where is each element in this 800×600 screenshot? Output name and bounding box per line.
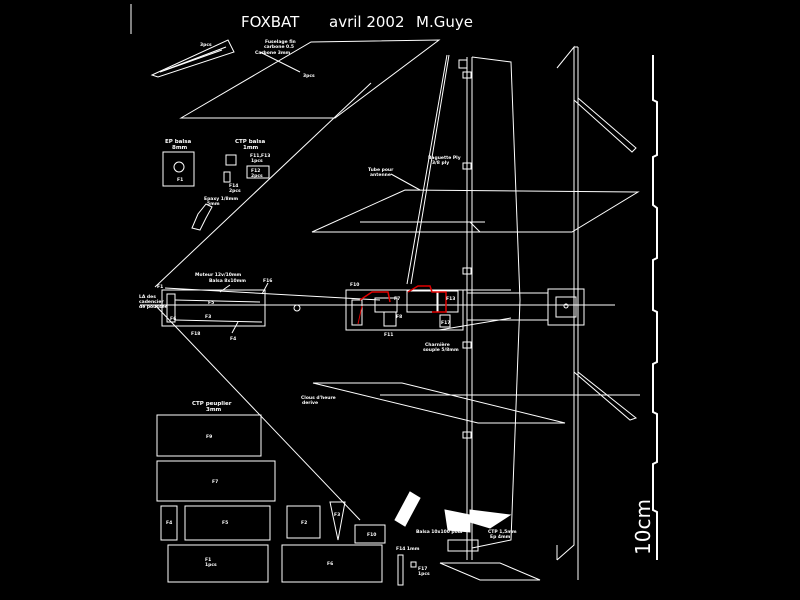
drawing-title: FOXBAT <box>241 13 300 31</box>
wing-skin-upper <box>311 189 640 233</box>
svg-text:F14: F14 <box>229 183 238 189</box>
scale-ruler: 10cm <box>631 55 658 560</box>
svg-text:Balsa 10x100 pour: Balsa 10x100 pour <box>416 529 464 535</box>
svg-text:F7: F7 <box>394 296 400 302</box>
svg-text:3/8 ply: 3/8 ply <box>432 160 449 166</box>
svg-text:Charnière: Charnière <box>425 341 450 348</box>
svg-text:F1: F1 <box>205 557 211 563</box>
svg-text:F2: F2 <box>301 520 307 526</box>
svg-text:1pcs: 1pcs <box>251 158 263 164</box>
svg-text:F3: F3 <box>334 512 340 518</box>
svg-text:F13: F13 <box>446 296 455 302</box>
elevon-rail <box>556 45 638 580</box>
ski-part: Epaxy 1/8mm 5mm <box>191 196 238 231</box>
svg-text:1pcs: 1pcs <box>205 562 217 568</box>
svg-text:1pcs: 1pcs <box>418 571 430 577</box>
svg-text:F4: F4 <box>166 520 172 526</box>
svg-text:F8: F8 <box>396 314 402 320</box>
drawing-date: avril 2002 <box>329 13 405 31</box>
wing-skin-lower: Clous d'heure derive <box>301 382 640 424</box>
svg-text:CTP 1,5mm: CTP 1,5mm <box>488 529 517 535</box>
svg-text:F5: F5 <box>222 520 228 526</box>
svg-text:3mm: 3mm <box>206 407 222 413</box>
wing-panel-top: 3pcs <box>179 39 441 119</box>
svg-text:Carbone 3mm: Carbone 3mm <box>255 50 291 56</box>
svg-text:souple 5/8mm: souple 5/8mm <box>423 347 459 353</box>
drawing-author: M.Guye <box>416 13 473 31</box>
svg-text:antenne: antenne <box>370 172 391 178</box>
servo-box <box>547 288 585 326</box>
svg-text:CTP peuplier: CTP peuplier <box>192 401 232 407</box>
svg-text:de poussee: de poussee <box>139 304 168 310</box>
svg-text:CTP balsa: CTP balsa <box>235 139 266 145</box>
ctp-balsa-parts: CTP balsa 1mm F11,F13 1pcs F12 2pcs F14 … <box>223 139 270 194</box>
svg-text:derive: derive <box>302 400 318 406</box>
svg-text:8mm: 8mm <box>172 145 188 151</box>
svg-text:cadencier: cadencier <box>139 299 164 305</box>
svg-text:Fuselage fin: Fuselage fin <box>265 39 296 45</box>
svg-text:F11,F13: F11,F13 <box>250 153 270 159</box>
main-delta-outline <box>154 82 372 521</box>
svg-text:F10: F10 <box>350 282 359 288</box>
bottom-fills: Balsa 10x100 pour CTP 1,5mm Ep 4mm F14 1… <box>394 491 541 586</box>
svg-text:F6: F6 <box>327 561 333 567</box>
svg-text:Epaxy 1/8mm: Epaxy 1/8mm <box>204 196 238 202</box>
antenna-rod: Tube pour antenne Baguette Ply 3/8 ply <box>368 54 461 285</box>
fuselage-top-piece: 3pcs Fuselage fin carbone 0.5 Carbone 3m… <box>150 39 296 78</box>
svg-text:F9: F9 <box>206 434 212 440</box>
svg-text:F16: F16 <box>263 278 272 284</box>
svg-text:F1: F1 <box>157 284 163 290</box>
svg-text:Clous d'heure: Clous d'heure <box>301 395 336 401</box>
fuselage-rear: F10 F7 F8 F13 F11 F17 Charnière souple 5… <box>345 282 464 353</box>
svg-text:3pcs: 3pcs <box>303 73 315 79</box>
svg-text:Balsa 8x10mm: Balsa 8x10mm <box>209 278 246 284</box>
svg-text:F6: F6 <box>170 316 176 322</box>
ep-balsa-part: EP balsa 8mm F1 <box>162 139 195 187</box>
svg-text:Baguette Ply: Baguette Ply <box>428 155 461 161</box>
ctp-peuplier-parts: CTP peuplier 3mm F9 F7 F4 F5 F1 1pcs F2 … <box>156 401 386 583</box>
svg-text:F12: F12 <box>251 168 260 174</box>
scale-label: 10cm <box>631 499 655 555</box>
svg-text:F18: F18 <box>191 331 200 337</box>
svg-text:EP balsa: EP balsa <box>165 139 192 145</box>
svg-text:3pcs: 3pcs <box>200 42 212 48</box>
svg-text:F7: F7 <box>212 479 218 485</box>
svg-text:F17: F17 <box>418 566 427 572</box>
svg-text:Ep 4mm: Ep 4mm <box>490 534 511 540</box>
svg-text:2pcs: 2pcs <box>251 173 263 179</box>
svg-text:Tube pour: Tube pour <box>368 167 394 173</box>
svg-text:F3: F3 <box>205 314 211 320</box>
svg-text:1mm: 1mm <box>243 145 259 151</box>
fuselage-front: F5 F3 F6 F1 F18 F16 Moteur 12v/10mm Bals… <box>139 272 301 342</box>
svg-text:LA des: LA des <box>139 294 156 300</box>
svg-text:F11: F11 <box>384 332 393 338</box>
svg-text:5mm: 5mm <box>207 201 220 207</box>
svg-text:F5: F5 <box>208 300 214 306</box>
wing-planform <box>438 56 615 560</box>
svg-text:F14 1mm: F14 1mm <box>396 546 420 552</box>
svg-text:2pcs: 2pcs <box>229 188 241 194</box>
svg-text:carbone 0.5: carbone 0.5 <box>264 44 294 50</box>
svg-text:F17: F17 <box>441 320 450 326</box>
svg-text:Moteur 12v/10mm: Moteur 12v/10mm <box>195 272 242 278</box>
svg-text:F4: F4 <box>230 336 236 342</box>
svg-text:F1: F1 <box>177 177 183 183</box>
svg-text:F10: F10 <box>367 532 376 538</box>
